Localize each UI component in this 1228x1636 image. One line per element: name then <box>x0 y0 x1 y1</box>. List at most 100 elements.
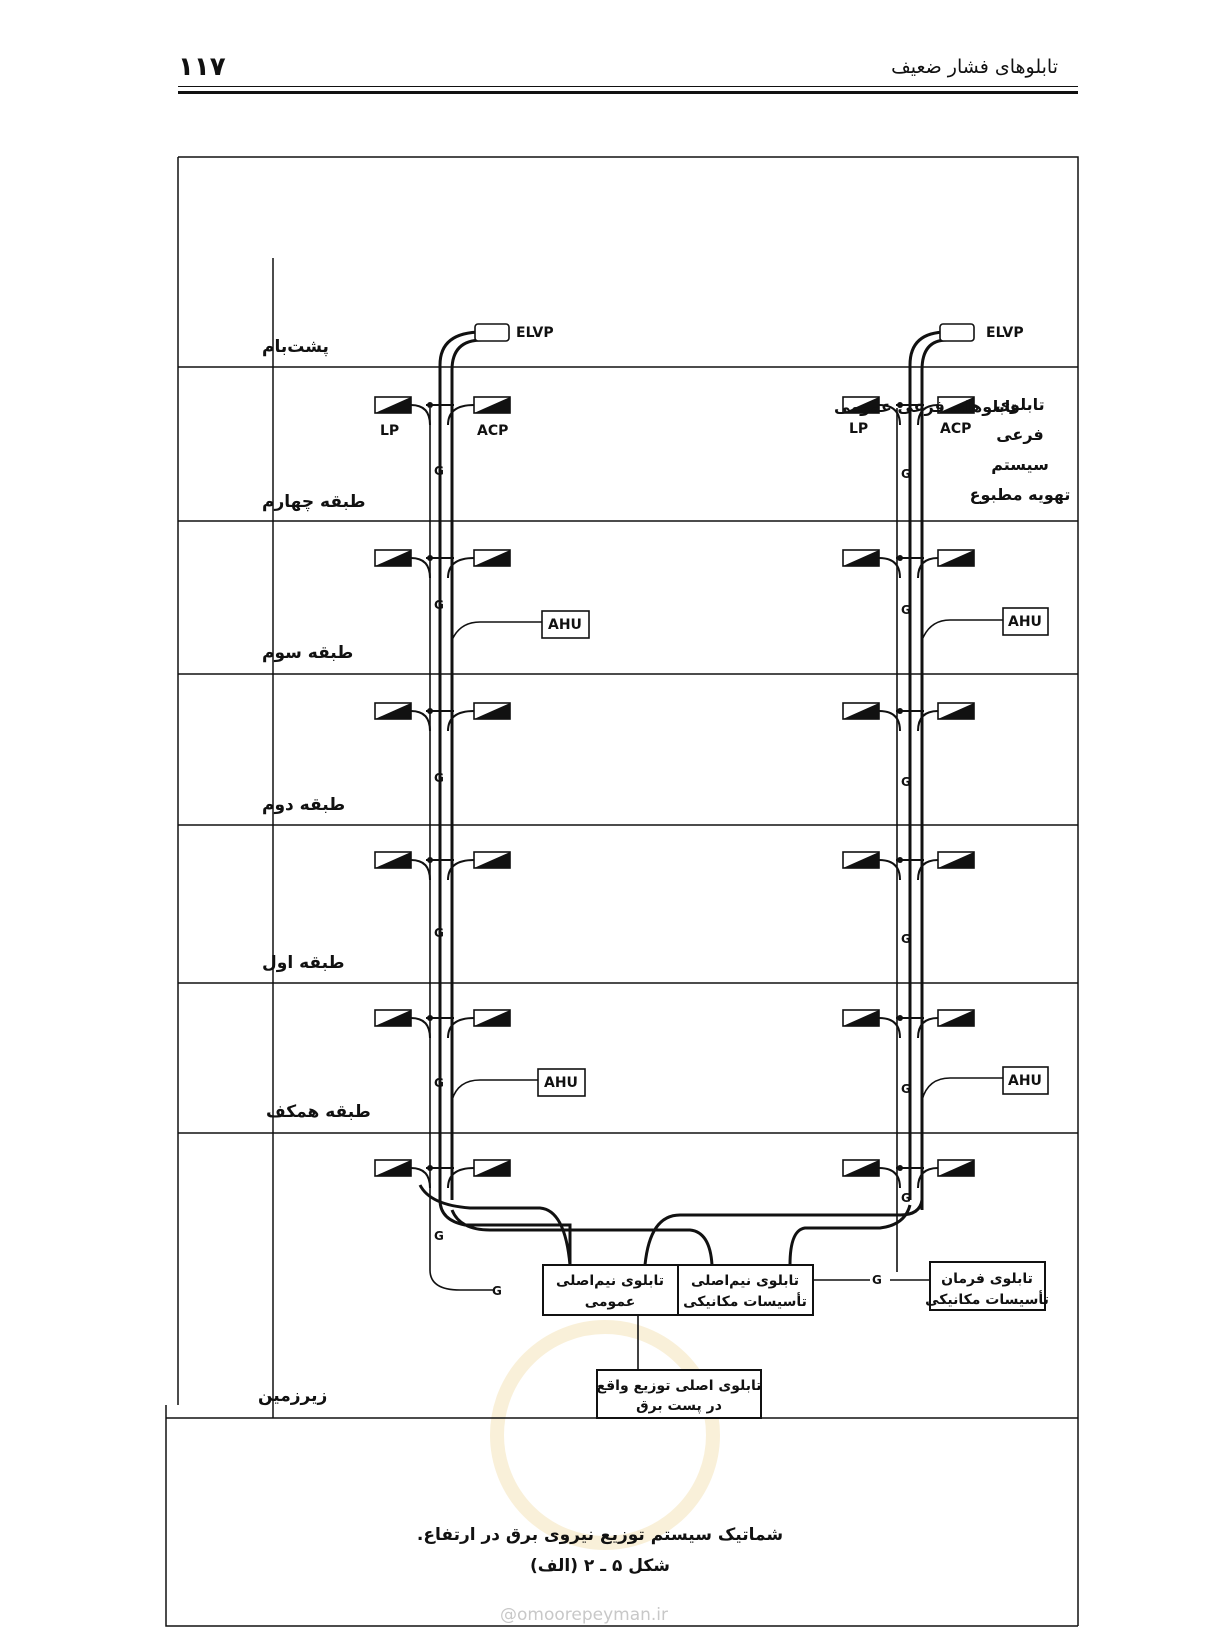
junction-dot <box>427 1165 433 1171</box>
junction-dot <box>897 708 903 714</box>
acp-panel-shading <box>474 1160 510 1176</box>
running-title: تابلوهای فشار ضعیف <box>891 56 1058 78</box>
ahu-feed <box>451 621 542 641</box>
acp-panel-shading <box>938 397 974 413</box>
general-sub-main-line: تابلوی نیم‌اصلی <box>556 1273 664 1289</box>
ground-markers: G G G G G G G G G G G G G G <box>434 464 911 1298</box>
floor-label-second: طبقه دوم <box>262 795 345 815</box>
figure-caption-title: شماتیک سیستم توزیع نیروی برق در ارتفاع. <box>416 1525 784 1545</box>
panel-tap-line <box>410 404 475 426</box>
lp-panel-shading <box>375 1160 411 1176</box>
ahu-box <box>537 1068 586 1097</box>
floor-label-first: طبقه اول <box>262 953 345 973</box>
acp-panel-shading <box>938 1010 974 1026</box>
acp-panel-shading <box>474 852 510 868</box>
hvac-note-line: فرعی <box>996 425 1044 444</box>
panel-tap-line <box>410 1017 475 1039</box>
ground-label: G <box>872 1273 882 1287</box>
ground-label: G <box>434 926 444 940</box>
left-riser-outer <box>438 330 572 1265</box>
ground-label: G <box>901 467 911 481</box>
mech-control-line: تأسیسات مکانیکی <box>925 1290 1049 1308</box>
junction-dot <box>897 555 903 561</box>
lp-label-right: LP <box>849 421 868 437</box>
ground-label: G <box>901 775 911 789</box>
watermark-text: @omoorepeyman.ir <box>500 1605 669 1625</box>
floor-label-fourth: طبقه چهارم <box>262 492 366 512</box>
lp-label-left: LP <box>380 423 399 439</box>
elvp-box-right <box>939 323 975 342</box>
acp-label-left: ACP <box>477 423 508 439</box>
acp-panel-shading <box>938 1160 974 1176</box>
lp-panel-shading <box>375 852 411 868</box>
lp-panel-shading <box>843 397 879 413</box>
junction-dot <box>427 555 433 561</box>
ahu-feed <box>921 619 1003 641</box>
acp-panel-shading <box>474 397 510 413</box>
main-distribution-panel <box>596 1369 762 1419</box>
junction-dot <box>427 857 433 863</box>
acp-panel-shading <box>474 550 510 566</box>
lp-panel-shading <box>375 1010 411 1026</box>
elvp-box-left <box>474 323 510 342</box>
hvac-note-line: تابلوی <box>995 395 1044 414</box>
junction-dot <box>897 1015 903 1021</box>
lp-panel-shading <box>843 852 879 868</box>
acp-panel-shading <box>938 550 974 566</box>
ground-label: G <box>434 771 444 785</box>
acp-label-right: ACP <box>940 421 971 437</box>
acp-panel-shading <box>474 703 510 719</box>
main-distribution-line: تابلوی اصلی توزیع واقع <box>596 1378 761 1394</box>
lp-panel-shading <box>843 703 879 719</box>
acp-panel-shading <box>938 703 974 719</box>
lp-panel-shading <box>843 1010 879 1026</box>
ground-label: G <box>901 1082 911 1096</box>
hvac-note-line: سیستم <box>991 455 1049 474</box>
left-ground-line <box>429 408 495 1291</box>
ground-label: G <box>901 603 911 617</box>
ground-label: G <box>901 932 911 946</box>
ahu-label: AHU <box>548 617 582 633</box>
lp-panel-shading <box>843 1160 879 1176</box>
hvac-note-line: تهویه مطبوع <box>970 485 1071 504</box>
floor-panel-taps <box>374 396 975 1189</box>
diagram-frame <box>165 156 1079 1627</box>
ground-label: G <box>434 1229 444 1243</box>
ahu-box <box>1002 607 1049 636</box>
acp-panel-shading <box>938 852 974 868</box>
junction-dot <box>897 857 903 863</box>
ahu-box <box>541 610 590 639</box>
mech-sub-main-line: تأسیسات مکانیکی <box>683 1292 807 1310</box>
right-riser-inner <box>920 338 948 1210</box>
panel-tap-line <box>410 557 475 579</box>
acp-panel-shading <box>474 1010 510 1026</box>
lp-panel-shading <box>375 550 411 566</box>
ahu-feed <box>451 1079 538 1101</box>
floor-label-roof: پشت‌بام <box>262 337 329 357</box>
general-subpanels-note: تابلوهای فرعی عمومی <box>834 397 1017 416</box>
panel-tap-line <box>410 859 475 881</box>
feeder-right-to-mech <box>788 1204 912 1266</box>
ground-label: G <box>434 1076 444 1090</box>
mech-control-panel <box>929 1261 1046 1311</box>
junction-dot <box>897 402 903 408</box>
ahu-label: AHU <box>1008 614 1042 630</box>
junction-dot <box>897 1165 903 1171</box>
mech-control-line: تابلوی فرمان <box>941 1271 1033 1287</box>
ahu-label: AHU <box>1008 1073 1042 1089</box>
general-sub-main-line: عمومی <box>585 1294 636 1310</box>
ground-label: G <box>901 1191 911 1205</box>
ahu-feed <box>921 1077 1003 1101</box>
header-rule-thin <box>178 86 1078 87</box>
lp-panel-shading <box>843 550 879 566</box>
hvac-subpanel-note: تابلوی فرعی سیستم تهویه مطبوع <box>970 395 1071 504</box>
ground-label: G <box>492 1284 502 1298</box>
junction-dot <box>427 1015 433 1021</box>
page-number: ۱۱۷ <box>178 52 226 82</box>
lp-panel-shading <box>375 703 411 719</box>
main-distribution-line: در پست برق <box>636 1398 722 1414</box>
floor-label-basement: زیرزمین <box>258 1386 327 1406</box>
right-riser-outer <box>908 330 948 1200</box>
floor-label-third: طبقه سوم <box>262 643 353 663</box>
